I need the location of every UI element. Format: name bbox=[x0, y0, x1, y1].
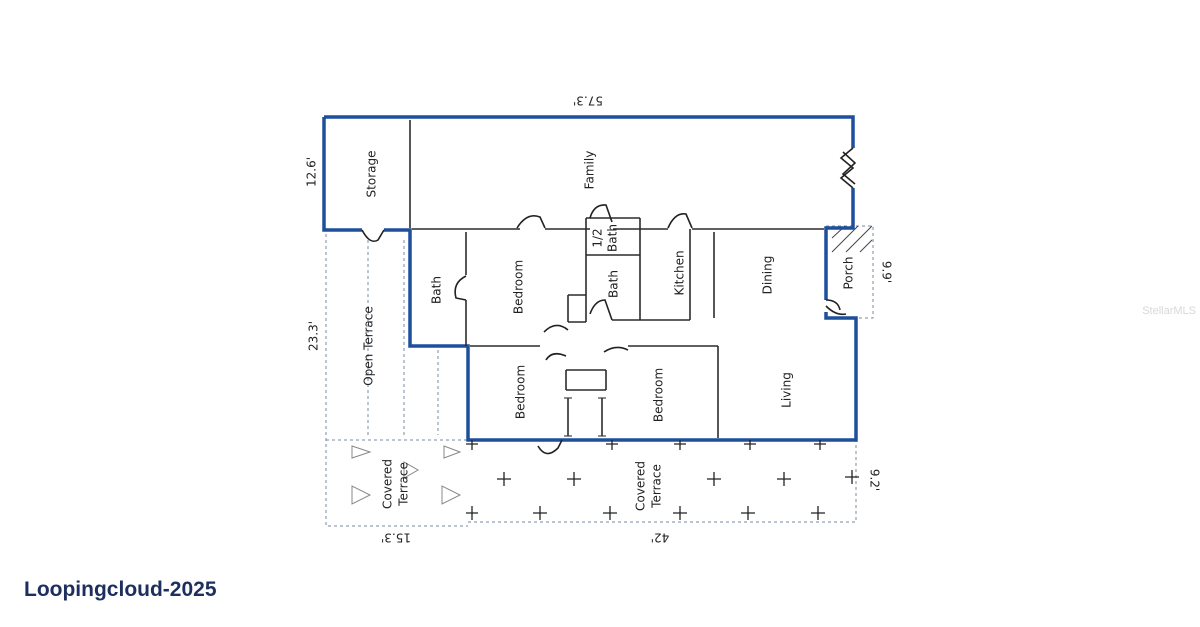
room-bath-left: Bath bbox=[430, 276, 444, 304]
room-open-terrace: Open Terrace bbox=[362, 306, 376, 386]
room-covered-terrace-right-line1: Covered bbox=[634, 461, 648, 511]
room-bedroom-top: Bedroom bbox=[512, 260, 526, 314]
dim-left-upper: 12.6' bbox=[305, 157, 319, 187]
room-porch: Porch bbox=[842, 256, 856, 289]
room-storage: Storage bbox=[365, 151, 379, 198]
room-living: Living bbox=[780, 372, 794, 408]
room-covered-terrace-right-line2: Terrace bbox=[650, 464, 664, 509]
room-family: Family bbox=[583, 151, 597, 190]
brand-label: Loopingcloud-2025 bbox=[24, 578, 217, 601]
watermark-label: StellarMLS bbox=[1142, 305, 1196, 317]
dim-left-lower: 23.3' bbox=[307, 321, 321, 351]
room-covered-terrace-left-line1: Covered bbox=[381, 459, 395, 509]
exterior-walls bbox=[322, 115, 858, 442]
room-covered-terrace-left-line2: Terrace bbox=[397, 462, 411, 507]
dim-right-lower: 9.2' bbox=[868, 469, 882, 491]
open-terrace-outline bbox=[325, 228, 468, 527]
room-kitchen: Kitchen bbox=[673, 250, 687, 295]
room-bedroom-right: Bedroom bbox=[652, 368, 666, 422]
left-terrace-markers bbox=[351, 445, 462, 505]
interior-walls bbox=[409, 120, 824, 438]
dim-bottom-left: 15.3' bbox=[381, 531, 411, 545]
dim-bottom-right: 42' bbox=[651, 531, 670, 545]
room-half-bath-label: Bath bbox=[606, 224, 620, 252]
dim-right-upper: 9.9' bbox=[880, 261, 894, 283]
room-half-bath-fraction: 1/2 bbox=[591, 228, 605, 247]
doors bbox=[361, 147, 857, 455]
room-bath-mid: Bath bbox=[607, 270, 621, 298]
covered-terrace-markers bbox=[466, 440, 859, 520]
dim-top: 57.3' bbox=[573, 94, 603, 108]
room-bedroom-left: Bedroom bbox=[514, 365, 528, 419]
room-dining: Dining bbox=[761, 256, 775, 295]
